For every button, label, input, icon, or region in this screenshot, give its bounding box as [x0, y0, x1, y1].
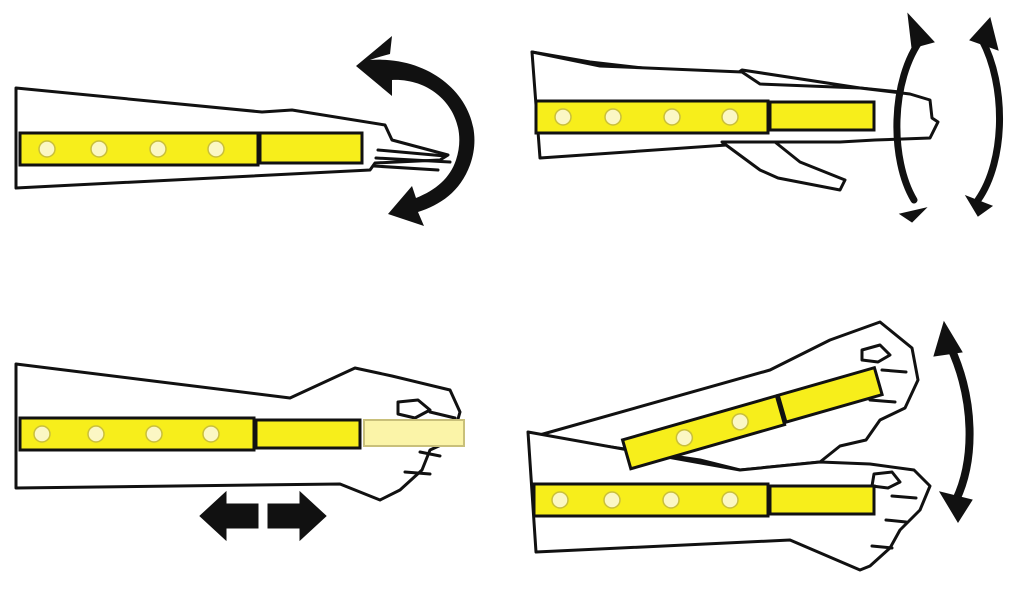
panel-wrist-translation [14, 362, 465, 542]
up-down-arrow-icon [933, 320, 974, 523]
sensor-strip-short [768, 484, 876, 516]
strip-dot [554, 108, 572, 126]
finger-lines [372, 148, 452, 172]
curved-double-arrow-icon [356, 36, 475, 226]
strip-dot [731, 413, 749, 431]
strip-dot [87, 425, 105, 443]
panel-wrist-flexion-extension [530, 12, 1003, 223]
strip-dot [662, 491, 680, 509]
strip-dot [149, 140, 167, 158]
arrow-left-icon [199, 490, 259, 542]
sensor-strip-short [258, 131, 364, 165]
finger-lines [396, 398, 457, 476]
strip-dot [33, 425, 51, 443]
sensor-strip-raised-short [776, 365, 884, 425]
strip-dot [603, 491, 621, 509]
strip-dot [207, 140, 225, 158]
curved-arrow-right [974, 36, 1003, 204]
strip-dot [663, 108, 681, 126]
left-right-arrows-icon [199, 490, 327, 542]
strip-dot [551, 491, 569, 509]
sensor-strip-short [254, 418, 362, 450]
strip-dot [38, 140, 56, 158]
strip-dot [604, 108, 622, 126]
strip-dot [90, 140, 108, 158]
curved-arrow-left [893, 34, 926, 204]
strip-dot [145, 425, 163, 443]
strip-dot [721, 108, 739, 126]
finger-lines-raised [860, 343, 908, 404]
strip-dot [202, 425, 220, 443]
panel-forearm-rotation [14, 36, 475, 226]
sensor-strip-slid [363, 419, 465, 447]
hand-lower-outline [720, 140, 847, 192]
arrow-right-icon [267, 490, 327, 542]
panel-arm-vertical-movement [526, 320, 974, 572]
sensor-strip-short [768, 100, 876, 132]
finger-lines-lower [870, 470, 918, 550]
double-curved-arrows-icon [893, 12, 1003, 223]
strip-dot [675, 429, 694, 447]
strip-dot [721, 491, 739, 509]
